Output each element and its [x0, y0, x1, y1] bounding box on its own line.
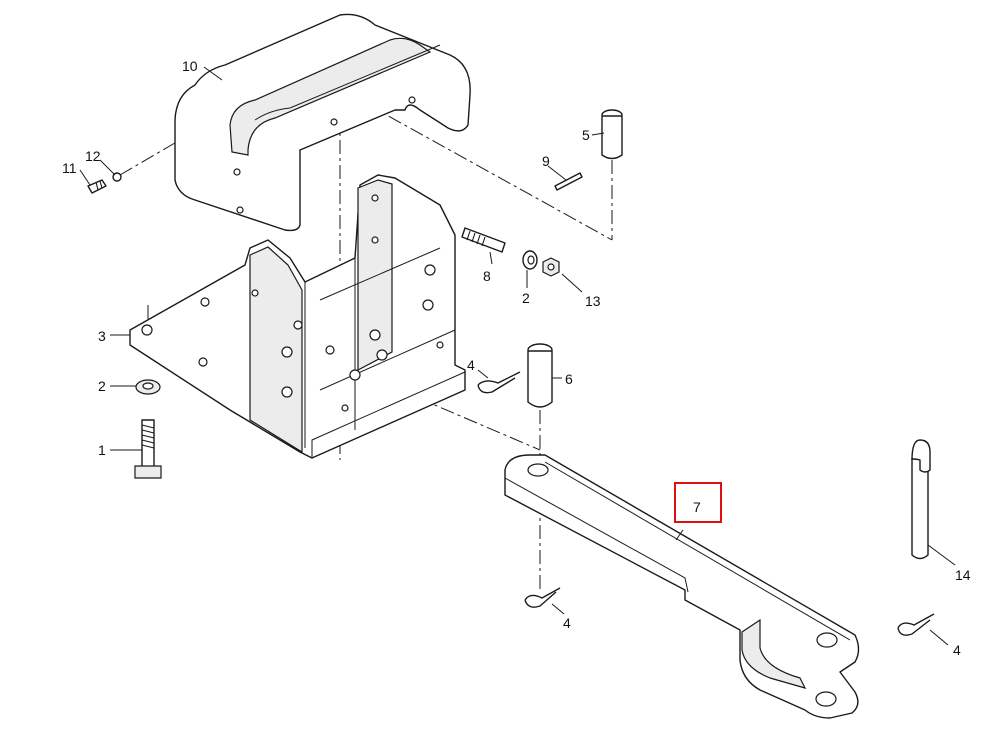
part-4-clip-right	[897, 613, 935, 636]
part-11-screw	[87, 179, 107, 194]
part-5-pin	[601, 109, 623, 160]
part-4-clip-upper	[477, 371, 521, 394]
callout-14: 14	[955, 567, 971, 583]
callout-1: 1	[98, 442, 106, 458]
callout-8: 8	[483, 268, 491, 284]
callout-labels: 10 12 11 5 9 8 2 13 3 2 1 4 6 4 4 14 7	[62, 58, 971, 658]
part-7-drawbar	[504, 454, 860, 719]
part-3-bracket-assembly	[129, 174, 466, 459]
part-9-spring-pin	[554, 172, 583, 191]
callout-11: 11	[62, 160, 77, 176]
callout-5: 5	[582, 127, 590, 143]
callout-2-left: 2	[98, 378, 106, 394]
callout-leaders	[79, 66, 956, 646]
callout-4-right: 4	[953, 642, 961, 658]
part-6-pin	[527, 343, 553, 408]
callout-4-lower: 4	[563, 615, 571, 631]
callout-6: 6	[565, 371, 573, 387]
callout-4-upper: 4	[467, 357, 475, 373]
callout-9: 9	[542, 153, 550, 169]
callout-12: 12	[85, 148, 101, 164]
part-10-cover	[174, 13, 471, 232]
part-8-stud	[461, 227, 506, 253]
callout-2-right: 2	[522, 290, 530, 306]
part-14-lynch-pin	[911, 439, 931, 560]
callout-13: 13	[585, 293, 601, 309]
part-2-washer-left	[135, 379, 161, 395]
callout-10: 10	[182, 58, 198, 74]
part-2-lock-washer-right	[522, 250, 538, 270]
part-13-nut	[542, 257, 560, 277]
part-4-clip-lower	[524, 587, 561, 608]
callout-3: 3	[98, 328, 106, 344]
callout-7: 7	[693, 499, 701, 515]
highlight-box-part-7	[674, 482, 722, 523]
part-1-bolt	[134, 419, 162, 479]
